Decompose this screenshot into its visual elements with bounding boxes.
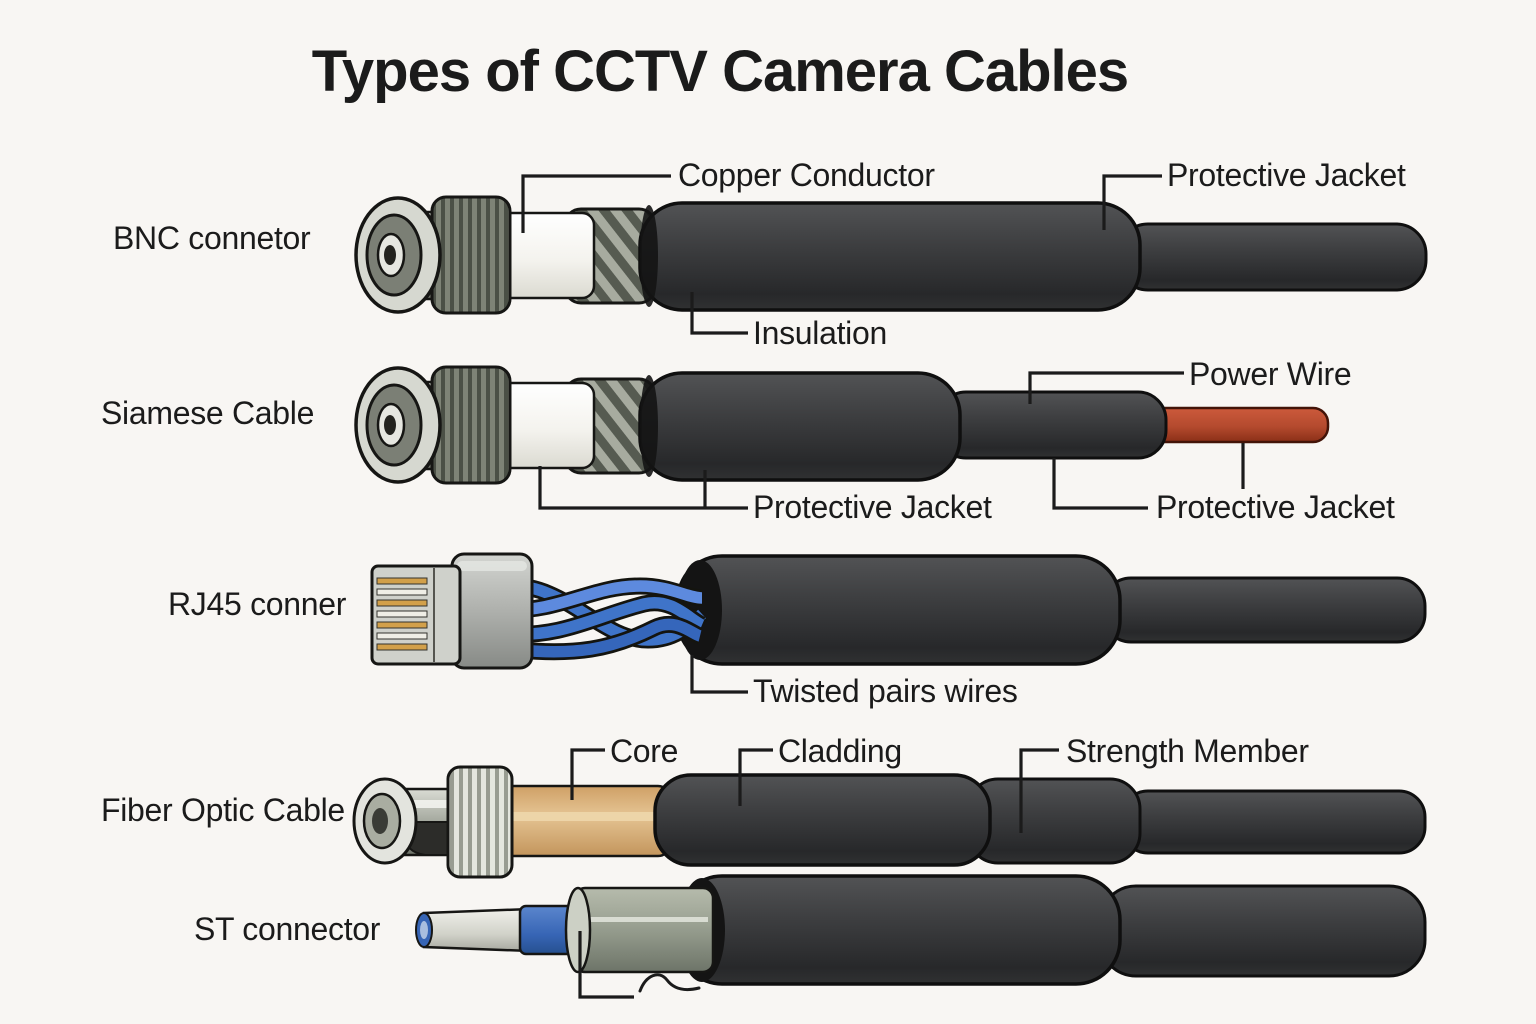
fiber-connector-drawing bbox=[352, 765, 514, 879]
squiggle-mark bbox=[638, 973, 701, 993]
callout-protective-jacket-bnc: Protective Jacket bbox=[1167, 157, 1406, 193]
callout-protective-jacket-left: Protective Jacket bbox=[753, 489, 992, 525]
row-label-fiber-optic: Fiber Optic Cable bbox=[101, 792, 345, 828]
twisted-pair-wires-drawing bbox=[505, 577, 708, 661]
row-label-st: ST connector bbox=[194, 911, 381, 947]
fiber-optic-cable-drawing bbox=[352, 765, 1427, 879]
callout-core: Core bbox=[610, 733, 679, 769]
callout-strength-member: Strength Member bbox=[1066, 733, 1309, 769]
callout-insulation: Insulation bbox=[753, 315, 887, 351]
callout-copper-conductor: Copper Conductor bbox=[678, 157, 935, 193]
callout-twisted-pairs-wires: Twisted pairs wires bbox=[753, 673, 1018, 709]
row-label-bnc: BNC connetor bbox=[113, 220, 311, 256]
bnc-cable-drawing bbox=[354, 195, 1428, 315]
siamese-cable-drawing bbox=[354, 365, 1330, 485]
row-label-siamese: Siamese Cable bbox=[101, 395, 315, 431]
rj45-cable-drawing bbox=[370, 552, 1427, 670]
rj45-plug-drawing bbox=[370, 552, 534, 670]
callout-cladding: Cladding bbox=[778, 733, 902, 769]
page-title: Types of CCTV Camera Cables bbox=[311, 39, 1129, 104]
callout-protective-jacket-right: Protective Jacket bbox=[1156, 489, 1395, 525]
row-label-rj45: RJ45 conner bbox=[168, 586, 347, 622]
st-connector-cable-drawing bbox=[415, 874, 1427, 986]
callout-power-wire: Power Wire bbox=[1189, 356, 1352, 392]
leader-lines bbox=[521, 174, 1245, 999]
